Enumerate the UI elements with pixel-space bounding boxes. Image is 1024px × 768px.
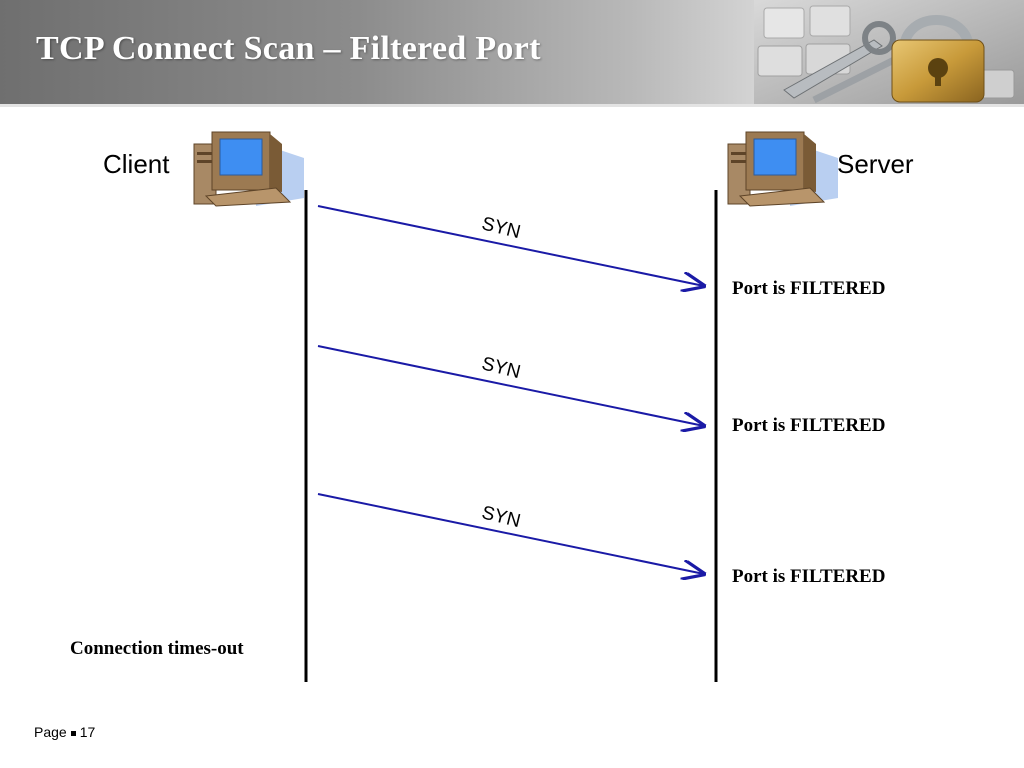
port-status-2: Port is FILTERED <box>732 415 886 436</box>
slide-header: TCP Connect Scan – Filtered Port <box>0 0 1024 107</box>
client-timeout-note: Connection times-out <box>70 638 244 659</box>
bullet-separator-icon <box>70 730 76 736</box>
server-computer-icon <box>727 131 838 207</box>
page-label: Page <box>34 724 67 740</box>
client-label: Client <box>103 149 170 179</box>
port-status-1: Port is FILTERED <box>732 278 886 299</box>
syn-arrow-1 <box>317 205 704 286</box>
page-footer: Page 17 <box>34 724 95 740</box>
padlock-keys-photo <box>754 0 1024 104</box>
slide-title: TCP Connect Scan – Filtered Port <box>36 30 541 67</box>
page-number: 17 <box>79 724 96 740</box>
server-label: Server <box>837 149 914 179</box>
port-status-3: Port is FILTERED <box>732 566 886 587</box>
syn-arrow-3 <box>317 493 704 574</box>
syn-arrow-2 <box>317 345 704 426</box>
padlock-keys-image <box>754 0 1024 104</box>
client-computer-icon <box>193 131 304 207</box>
